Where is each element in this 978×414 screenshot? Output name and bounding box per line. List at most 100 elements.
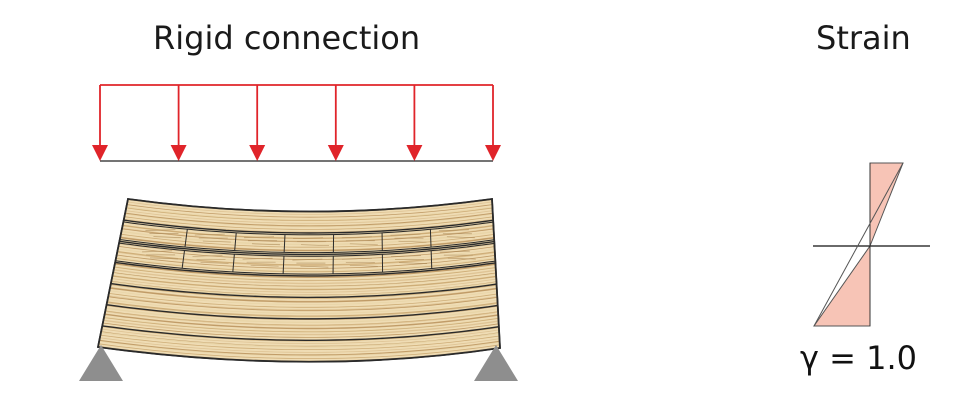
grain-line [118, 242, 495, 258]
segment-joint [232, 254, 235, 272]
end-grain-ring [447, 257, 476, 260]
grain-line [102, 322, 499, 338]
lamella-boundary [102, 325, 500, 341]
grain-line [104, 316, 499, 332]
grain-line [107, 301, 498, 317]
grain-line [112, 272, 497, 288]
end-grain-ring [349, 264, 378, 267]
end-grain-ring [398, 240, 427, 243]
lamella-lines [102, 219, 500, 341]
end-grain-ring [250, 264, 279, 267]
end-grain-ring [446, 236, 475, 239]
segment-joint [181, 250, 186, 269]
grain-line [98, 343, 500, 359]
grain-line [120, 236, 495, 252]
grain-line [123, 222, 494, 236]
lamella-boundary [119, 240, 495, 256]
grain-line [103, 319, 499, 336]
end-grain-ring [192, 255, 223, 257]
segment-edge [119, 239, 495, 254]
grain-line [115, 258, 496, 273]
grain-line [126, 204, 493, 218]
strain-gamma-label: γ = 1.0 [800, 339, 917, 377]
grain-line [105, 307, 498, 323]
end-grain-ring [145, 229, 176, 231]
lamella-boundary [115, 261, 496, 277]
grain-line [116, 257, 496, 272]
end-grain-ring [341, 257, 372, 260]
grain-line [113, 269, 496, 285]
segment-edge [115, 260, 496, 275]
segment-edge [119, 242, 495, 257]
end-grain-ring [194, 233, 225, 236]
grain-line [99, 339, 500, 356]
end-grain-ring [293, 237, 324, 240]
grain-line [108, 293, 498, 308]
grain-line [126, 207, 493, 222]
right-support-icon [474, 345, 518, 381]
end-grain-ring [438, 229, 469, 232]
end-grain-ring [150, 257, 179, 260]
lamella-boundary [106, 304, 498, 320]
end-grain-ring [349, 243, 378, 246]
load-arrow-icon [170, 145, 187, 161]
lamella-boundary [123, 219, 494, 234]
grain-line [101, 328, 500, 344]
end-grain-ring [341, 236, 372, 239]
strain-triangle-bottom [813, 244, 871, 327]
grain-line [112, 275, 497, 291]
segment-joint [184, 229, 188, 247]
load-arrow-icon [92, 145, 108, 161]
grain-line [123, 218, 494, 233]
end-grain-ring [439, 250, 470, 253]
end-grain-ring [252, 243, 281, 246]
grain-line [113, 272, 496, 287]
segment-joint [430, 250, 433, 269]
grain-line [111, 278, 497, 293]
grain-line [108, 295, 498, 311]
strain-profile-line [813, 162, 904, 327]
end-grain-ring [398, 262, 428, 264]
grain-line [108, 296, 498, 312]
end-grain-ring [142, 250, 173, 253]
grain-line [103, 317, 499, 333]
distributed-load [92, 84, 501, 162]
left-support-icon [79, 345, 123, 381]
end-grain-ring [300, 265, 329, 268]
grain-line [106, 302, 498, 318]
end-grain-ring [390, 233, 421, 236]
load-arrow-icon [406, 145, 423, 161]
grain-line [117, 251, 495, 266]
end-grain-ring [242, 257, 273, 260]
grain-line [125, 212, 493, 227]
end-grain-ring [292, 258, 323, 261]
strain-triangle-top [869, 162, 904, 247]
segment-joint [282, 255, 285, 274]
grain-line [109, 287, 497, 303]
grain-line [107, 299, 498, 314]
segment-joint [283, 234, 286, 253]
grain-line [104, 313, 499, 330]
load-arrow-icon [249, 145, 266, 161]
grain-line [116, 254, 496, 269]
grain-line [126, 206, 493, 221]
grain-line [99, 337, 500, 353]
grain-line [114, 266, 496, 281]
grain-line [114, 263, 496, 279]
grain-line [114, 266, 496, 282]
load-arrow-icon [485, 145, 501, 161]
end-grain-ring [301, 244, 330, 247]
end-grain-ring [153, 236, 182, 238]
grain-line [117, 251, 495, 266]
end-grain-ring [202, 240, 231, 243]
end-grain-ring [244, 236, 275, 239]
grain-line [100, 331, 500, 348]
end-grain-ring [200, 262, 229, 264]
grain-line [124, 213, 493, 228]
title-strain: Strain [816, 19, 911, 57]
segment-edge [123, 221, 494, 236]
segment-joint [429, 229, 432, 248]
laminated-beam [96, 197, 501, 363]
grain-line [110, 284, 497, 299]
